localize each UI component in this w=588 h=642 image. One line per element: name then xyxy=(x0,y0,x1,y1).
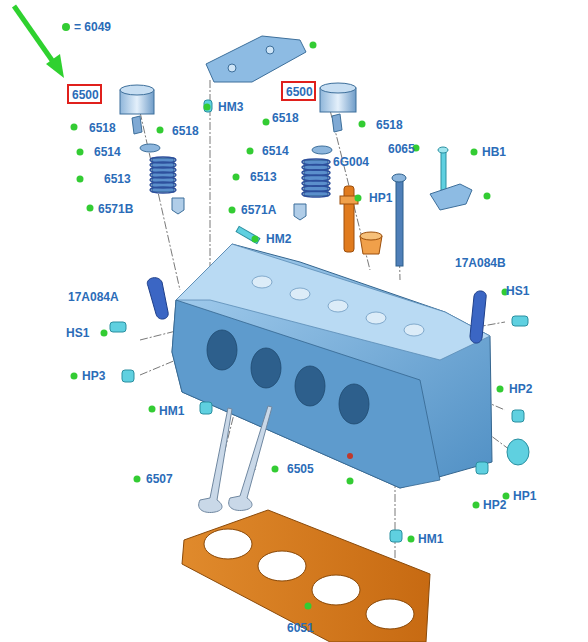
callout-number: 6505 xyxy=(287,462,314,476)
part-dot xyxy=(355,195,362,202)
legend-swatch xyxy=(62,23,70,31)
valves xyxy=(199,406,272,513)
part-dot xyxy=(272,466,279,473)
callout-number: 6507 xyxy=(146,472,173,486)
part-dot xyxy=(484,193,491,200)
callout-number: HS1 xyxy=(66,326,89,340)
part-dot xyxy=(87,205,94,212)
legend-item: = 6049 xyxy=(62,20,111,34)
callout-number: 6065 xyxy=(388,142,415,156)
callout-number: HM2 xyxy=(266,232,291,246)
part-dot xyxy=(149,406,156,413)
callout-number: 6518 xyxy=(376,118,403,132)
part-dot xyxy=(77,176,84,183)
valve-train-left xyxy=(120,85,184,214)
callout-number: 6514 xyxy=(262,144,289,158)
part-dot xyxy=(101,330,108,337)
part-number: 6500 xyxy=(286,85,311,99)
callout-number: 6513 xyxy=(250,170,277,184)
callout-number: HS1 xyxy=(506,284,529,298)
callout-number: 6051 xyxy=(287,621,314,635)
plug xyxy=(236,226,260,243)
callout-number: 6514 xyxy=(94,145,121,159)
callout-number: 6571B xyxy=(98,202,133,216)
callout-number: 6518 xyxy=(172,124,199,138)
part-dot xyxy=(252,236,259,243)
part-dot xyxy=(71,42,510,610)
callout-number: HB1 xyxy=(482,145,506,159)
part-dot xyxy=(305,603,312,610)
callout-number: 17A084B xyxy=(455,256,506,270)
callout-number: HP2 xyxy=(509,382,532,396)
highlight-box: 6500 xyxy=(67,84,102,104)
callout-number: 6518 xyxy=(89,121,116,135)
callout-number: HP2 xyxy=(483,498,506,512)
plugs xyxy=(110,316,529,542)
part-dot xyxy=(247,148,254,155)
part-dot xyxy=(229,207,236,214)
part-number: 6500 xyxy=(72,88,97,102)
part-dot xyxy=(71,373,78,380)
part-dot xyxy=(263,119,270,126)
pointer-arrow xyxy=(14,6,64,78)
highlight-box: 6500 xyxy=(281,81,316,101)
part-dot xyxy=(471,149,478,156)
head-bolt xyxy=(392,174,406,266)
callout-number: 6513 xyxy=(104,172,131,186)
head-gasket xyxy=(182,510,430,642)
callout-number: HM3 xyxy=(218,100,243,114)
part-dot xyxy=(310,42,317,49)
bracket xyxy=(430,147,472,210)
lifting-eye xyxy=(147,278,486,343)
part-dot xyxy=(347,478,354,485)
callout-number: HP1 xyxy=(369,191,392,205)
callout-number: 6518 xyxy=(272,111,299,125)
callout-number: 6571A xyxy=(241,203,276,217)
callout-number: 17A084A xyxy=(68,290,119,304)
part-dot xyxy=(408,536,415,543)
coil xyxy=(302,191,330,197)
part-dot xyxy=(359,121,366,128)
part-dot xyxy=(497,386,504,393)
part-dot xyxy=(134,476,141,483)
callout-number: HP3 xyxy=(82,369,105,383)
part-dot xyxy=(157,127,164,134)
callout-number: 6G004 xyxy=(333,155,369,169)
part-dot xyxy=(204,104,211,111)
part-dot xyxy=(71,124,78,131)
coil xyxy=(150,187,176,193)
callout-number: HP1 xyxy=(513,489,536,503)
part-dot xyxy=(77,149,84,156)
callout-number: HM1 xyxy=(418,532,443,546)
legend-text: = 6049 xyxy=(74,20,111,34)
part-dot xyxy=(233,174,240,181)
callout-number: HM1 xyxy=(159,404,184,418)
part-dot xyxy=(473,502,480,509)
